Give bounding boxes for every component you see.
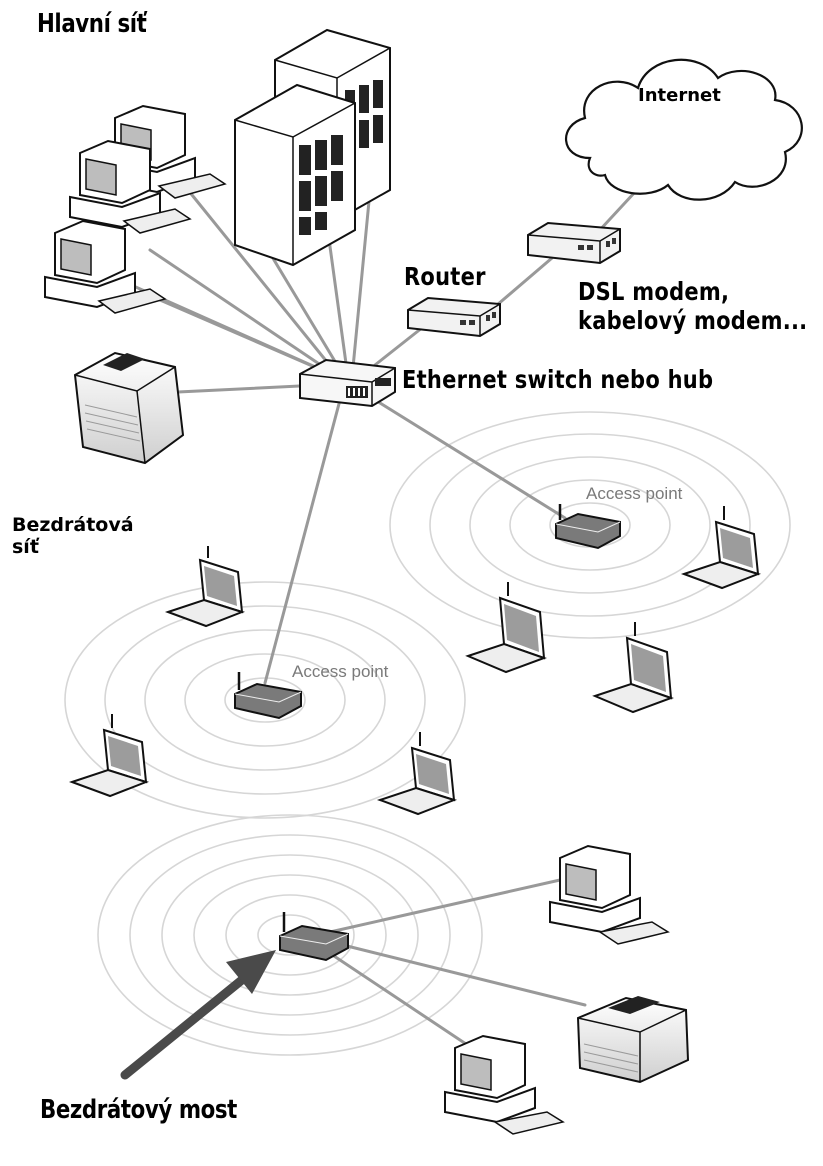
modem-icon [528, 223, 620, 263]
internet-label: Internet [638, 86, 721, 107]
laptop-icon [684, 506, 758, 588]
switch-icon [300, 360, 395, 406]
modem-label-line2: kabelový modem... [578, 307, 807, 336]
arrow-icon [125, 950, 276, 1075]
cable-bridge-desktop-top [330, 880, 560, 932]
main-network-label: Hlavní síť [37, 10, 146, 40]
desktop-computer-icon [550, 846, 668, 944]
internet-cloud-icon [566, 60, 802, 200]
access-point-label-1: Access point [586, 484, 682, 504]
desktop-computer-icon [445, 1036, 563, 1134]
printer-icon [75, 353, 183, 463]
laptop-icon [380, 732, 454, 814]
wireless-network-label-line1: Bezdrátová [12, 515, 134, 537]
modem-label-line1: DSL modem, [578, 278, 807, 307]
server-tower-icon [235, 85, 355, 265]
router-label: Router [404, 263, 486, 292]
desktop-computer-icon [45, 221, 165, 313]
modem-label: DSL modem, kabelový modem... [578, 278, 807, 336]
cable-switch-desktop-b [150, 250, 340, 378]
wireless-network-label: Bezdrátová síť [12, 515, 134, 559]
laptop-icon [72, 714, 146, 796]
access-point-icon [280, 912, 348, 960]
cable-switch-printer [178, 385, 320, 392]
wireless-network-label-line2: síť [12, 537, 134, 559]
access-point-icon [556, 504, 620, 548]
cable-router-modem [497, 258, 552, 305]
printer-icon [578, 996, 688, 1082]
laptop-icon [468, 582, 544, 672]
wireless-bridge-label: Bezdrátový most [40, 1096, 237, 1126]
laptop-icon [168, 546, 242, 626]
router-icon [408, 298, 500, 336]
switch-label: Ethernet switch nebo hub [402, 366, 713, 395]
access-point-label-2: Access point [292, 662, 388, 682]
